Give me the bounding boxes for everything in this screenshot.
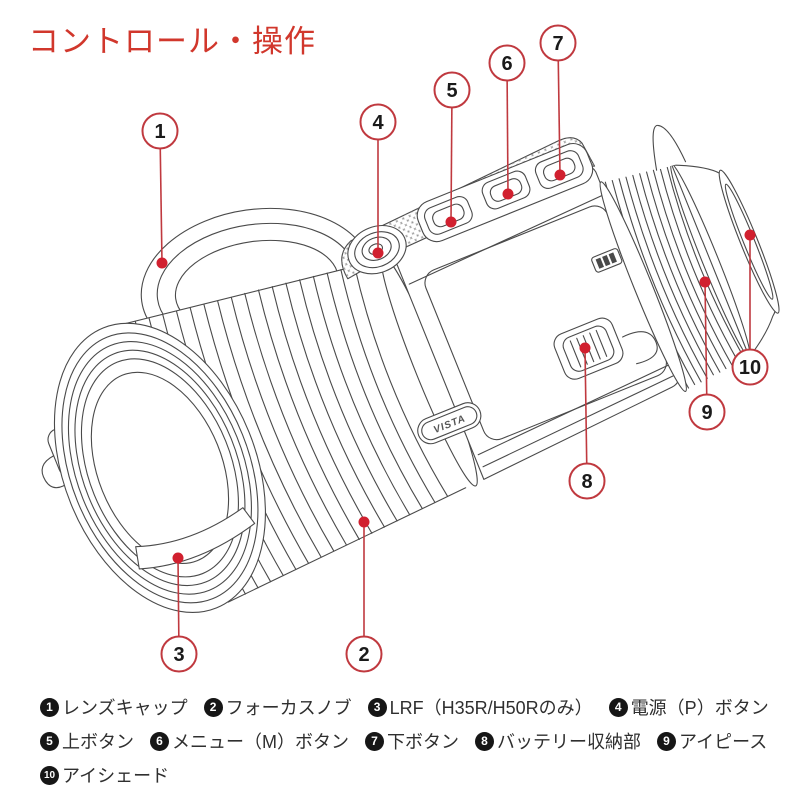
callout-number: 8	[581, 471, 592, 493]
page-title: コントロール・操作	[28, 24, 316, 59]
callout-circle	[568, 462, 606, 500]
legend-number-badge: 2	[203, 697, 223, 717]
legend-number-badge: 1	[40, 697, 59, 717]
callout-number: 9	[701, 402, 712, 424]
callout-circle	[345, 635, 383, 673]
legend-number-badge: 5	[40, 731, 59, 751]
callout-circle	[160, 635, 198, 673]
callout-number: 6	[501, 53, 512, 75]
legend-label: 電源（P）ボタン	[630, 698, 769, 718]
callout-circle	[688, 393, 726, 431]
objective-lens	[53, 322, 266, 613]
legend-label: バッテリー収納部	[497, 732, 641, 752]
callout-target-dot	[358, 516, 370, 528]
eyeshade-fin	[652, 124, 687, 171]
callout-circle	[539, 24, 577, 62]
callout-5: 5	[433, 71, 471, 228]
callout-target-dot	[156, 257, 168, 269]
callout-leader-line	[704, 281, 708, 413]
callout-number: 7	[552, 33, 563, 55]
callout-circle	[731, 348, 769, 386]
callout-leader-line	[584, 347, 588, 482]
callout-target-dot	[445, 216, 457, 228]
device-illustration: VISTA	[41, 124, 780, 613]
legend-number-badge: 7	[365, 731, 384, 751]
callout-target-dot	[172, 552, 184, 564]
up-button	[423, 196, 473, 235]
callout-4: 4	[359, 103, 397, 259]
callout-7: 7	[539, 24, 577, 181]
callout-target-dot	[579, 342, 591, 354]
callout-1: 1	[141, 112, 179, 269]
callout-leader-line	[159, 130, 163, 264]
legend-label: アイピース	[679, 732, 768, 752]
legend-number-badge: 3	[367, 697, 387, 717]
callout-6: 6	[488, 44, 526, 200]
legend-number-badge: 10	[40, 765, 59, 785]
legend-number-badge: 8	[475, 731, 494, 751]
callout-8: 8	[568, 342, 606, 500]
callout-number: 2	[358, 644, 369, 666]
callout-target-dot	[372, 247, 384, 259]
callout-number: 4	[372, 112, 384, 134]
callout-number: 3	[173, 644, 184, 666]
callout-leader-line	[557, 42, 561, 176]
callout-target-dot	[502, 188, 514, 200]
legend-number-badge: 6	[150, 731, 169, 751]
callout-circle	[488, 44, 526, 82]
legend-number-badge: 4	[608, 697, 628, 717]
callout-circle	[141, 112, 179, 150]
callout-leader-line	[450, 89, 453, 223]
legend-label: LRF（H35R/H50Rのみ）	[389, 698, 593, 718]
legend-number-badge: 9	[657, 731, 676, 751]
battery-indicator-icon	[591, 248, 626, 273]
callout-2: 2	[345, 516, 383, 673]
callout-layer: 1 2 3 4 5 6 7 8 9 10	[141, 24, 769, 673]
lrf-module	[135, 507, 256, 570]
eyepiece	[599, 165, 750, 393]
callout-target-dot	[554, 169, 566, 181]
callout-number: 1	[154, 121, 165, 143]
legend-label: メニュー（M）ボタン	[172, 732, 349, 752]
callout-10: 10	[731, 229, 769, 386]
callout-target-dot	[699, 276, 711, 288]
main-body	[391, 165, 679, 480]
callout-number: 5	[446, 80, 457, 102]
callout-circle	[359, 103, 397, 141]
legend-label: 下ボタン	[387, 732, 459, 752]
legend-label: レンズキャップ	[62, 698, 188, 718]
legend-label: フォーカスノブ	[225, 698, 352, 718]
legend-label: アイシェード	[62, 766, 170, 786]
brand-badge: VISTA	[417, 402, 482, 445]
callout-circle	[433, 71, 471, 109]
callout-target-dot	[744, 229, 756, 241]
callout-number: 10	[739, 357, 761, 379]
callout-leader-line	[506, 62, 509, 195]
legend-label: 上ボタン	[62, 732, 134, 752]
callout-9: 9	[688, 276, 726, 431]
callout-3: 3	[160, 552, 198, 673]
strap-loop	[622, 331, 658, 365]
